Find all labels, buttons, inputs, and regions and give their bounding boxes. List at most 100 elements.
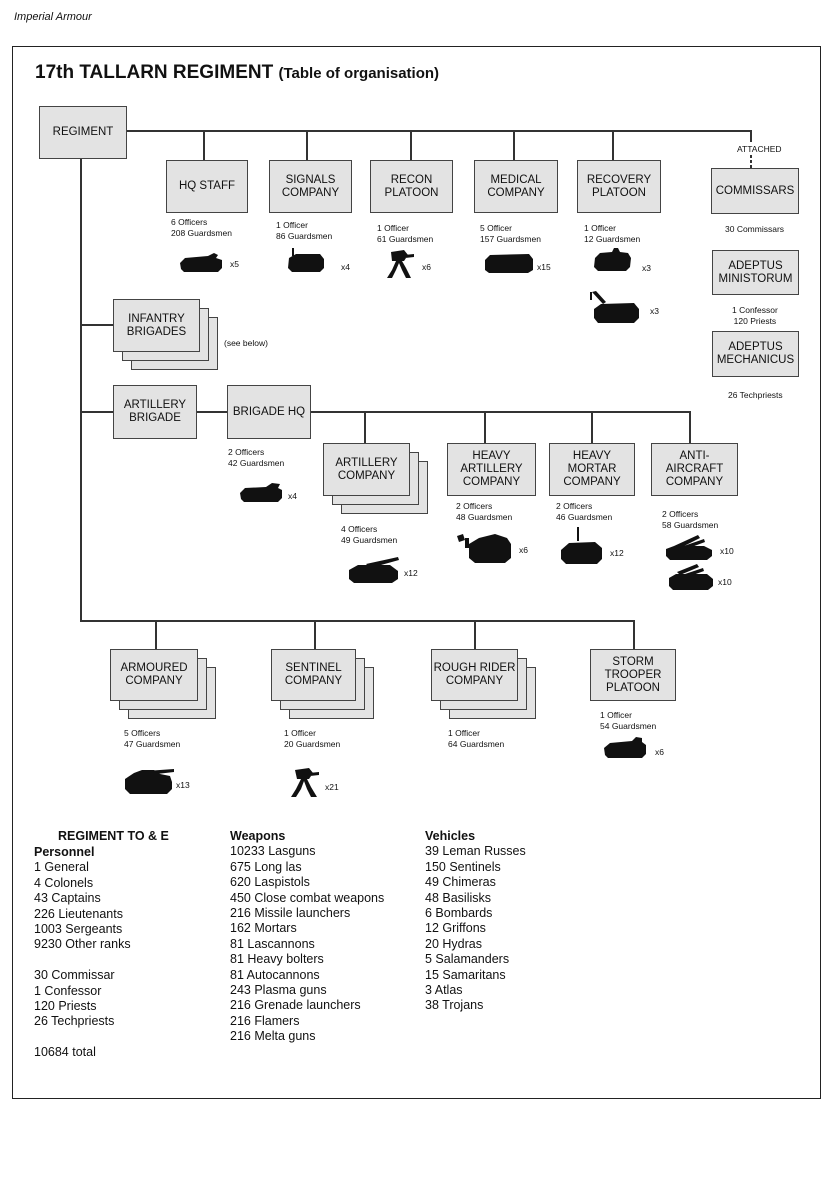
note-line: 58 Guardsmen (662, 519, 719, 530)
personnel-item: 10684 total (34, 1045, 96, 1060)
note-line: 42 Guardsmen (228, 457, 285, 468)
chimera-icon (178, 251, 224, 273)
regiment-box: REGIMENT (39, 106, 127, 159)
personnel-item (34, 953, 131, 968)
toe-heading: REGIMENT TO & E (58, 829, 169, 843)
personnel-item: 226 Lieutenants (34, 906, 123, 921)
storm-trooper-chimera-icon (602, 735, 648, 759)
weapons-item: 243 Plasma guns (230, 983, 327, 998)
leman-russ-icon (122, 764, 176, 794)
note-line: 2 Officers (662, 509, 699, 519)
atlas-recovery-icon (586, 290, 642, 324)
vehicles-item: 12 Griffons (425, 921, 486, 936)
weapons-item: 216 Melta guns (230, 1029, 316, 1044)
personnel-item: 4 Colonels (34, 875, 94, 890)
signals-vehicle-icon (286, 248, 326, 272)
weapons-item: 216 Flamers (230, 1013, 300, 1028)
note-line: 1 Officer (377, 223, 409, 233)
recon-mult: x6 (422, 262, 431, 272)
note-line: 2 Officers (456, 501, 493, 511)
note-line: 2 Officers (556, 501, 593, 511)
brigade-hq-box: BRIGADE HQ (227, 385, 311, 439)
attached-label: ATTACHED (737, 144, 782, 154)
note-line: 47 Guardsmen (124, 738, 181, 749)
vehicles-item: 49 Chimeras (425, 875, 496, 890)
brigade-hq-mult: x4 (288, 491, 297, 501)
vehicles-item: 150 Sentinels (425, 859, 501, 874)
note-line: 1 Officer (584, 223, 616, 233)
infantry-brigades-box: INFANTRY BRIGADES (113, 299, 200, 352)
note-line: 46 Guardsmen (556, 511, 613, 522)
sentinel-walker-icon (382, 248, 416, 280)
recovery-mult-2: x3 (650, 306, 659, 316)
note-line: 26 Techpriests (728, 390, 783, 400)
commissars-note: 30 Commissars (725, 224, 784, 235)
note-line: 1 Confessor (732, 305, 778, 315)
note-line: 6 Officers (171, 217, 208, 227)
armoured-company-box: ARMOURED COMPANY (110, 649, 198, 701)
weapons-item: 81 Lascannons (230, 936, 315, 951)
page-title: 17th TALLARN REGIMENT (Table of organisa… (35, 62, 439, 84)
note-line: 86 Guardsmen (276, 230, 333, 241)
personnel-item: 26 Techpriests (34, 1014, 115, 1029)
anti-aircraft-mult-2: x10 (718, 577, 732, 587)
heavy-mortar-mult: x12 (610, 548, 624, 558)
personnel-item: 1 General (34, 860, 89, 875)
vehicles-item: 3 Atlas (425, 983, 463, 998)
heavy-mortar-company-box: HEAVY MORTAR COMPANY (549, 443, 635, 496)
storm-trooper-mult: x6 (655, 747, 664, 757)
weapons-item: 216 Missile launchers (230, 906, 351, 921)
hq-staff-box: HQ STAFF (166, 160, 248, 213)
note-line: 5 Officers (124, 728, 161, 738)
personnel-item: 1 Confessor (34, 983, 102, 998)
note-line: 20 Guardsmen (284, 738, 341, 749)
personnel-item (34, 1030, 131, 1045)
medical-vehicle-icon (483, 251, 535, 273)
vehicles-item: 6 Bombards (425, 906, 493, 921)
adeptus-ministorum-box: ADEPTUS MINISTORUM (712, 250, 799, 295)
note-line: 1 Officer (448, 728, 480, 738)
sentinel-mult: x21 (325, 782, 339, 792)
weapons-item: 81 Heavy bolters (230, 952, 324, 967)
vehicles-heading: Vehicles (425, 829, 476, 843)
weapons-item: 675 Long las (230, 859, 302, 874)
artillery-company-box: ARTILLERY COMPANY (323, 443, 410, 496)
note-line: 1 Officer (600, 710, 632, 720)
page-header: Imperial Armour (14, 11, 92, 23)
hydra-platform-icon (667, 562, 715, 590)
infantry-see-below: (see below) (224, 338, 268, 348)
vehicles-item: 38 Trojans (425, 998, 484, 1013)
diagram-frame (12, 46, 821, 1099)
note-line: 1 Officer (276, 220, 308, 230)
personnel-item: 43 Captains (34, 891, 101, 906)
personnel-item: 9230 Other ranks (34, 937, 131, 952)
recon-platoon-box: RECON PLATOON (370, 160, 453, 213)
hq-staff-mult: x5 (230, 259, 239, 269)
medical-company-box: MEDICAL COMPANY (474, 160, 558, 213)
brigade-hq-chimera-icon (238, 481, 284, 503)
artillery-company-mult: x12 (404, 568, 418, 578)
recovery-platoon-box: RECOVERY PLATOON (577, 160, 661, 213)
medical-mult: x15 (537, 262, 551, 272)
anti-aircraft-company-box: ANTI- AIRCRAFT COMPANY (651, 443, 738, 496)
note-line: 5 Officer (480, 223, 512, 233)
note-line: 120 Priests (733, 315, 777, 326)
vehicles-item: 20 Hydras (425, 936, 482, 951)
signals-mult: x4 (341, 262, 350, 272)
weapons-item: 81 Autocannons (230, 967, 320, 982)
note-line: 48 Guardsmen (456, 511, 513, 522)
note-line: 61 Guardsmen (377, 233, 434, 244)
